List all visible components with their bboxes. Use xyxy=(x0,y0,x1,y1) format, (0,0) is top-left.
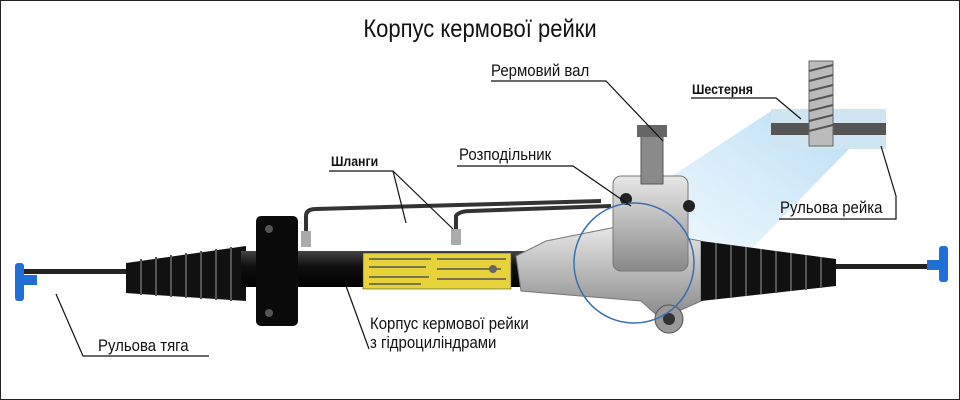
label-housing-line2: з гідроциліндрами xyxy=(370,333,497,352)
label-pinion: Шестерня xyxy=(692,81,753,97)
diagram-title: Корпус кермової рейки xyxy=(363,15,597,43)
label-housing-line1: Корпус кермової рейки xyxy=(370,314,529,333)
right-tie-rod-end xyxy=(939,246,948,282)
label-steering-shaft: Рермовий вал xyxy=(491,61,590,80)
hoses xyxy=(304,199,612,246)
mount-bracket xyxy=(256,216,298,326)
callout-circle xyxy=(573,202,695,324)
leader-lines xyxy=(55,80,897,357)
left-tie-rod xyxy=(23,269,133,274)
left-boot xyxy=(126,246,246,301)
right-tie-rod xyxy=(831,264,941,269)
label-distributor: Розподільник xyxy=(459,145,552,164)
valve-housing xyxy=(515,125,702,334)
right-boot xyxy=(701,241,836,301)
label-tie-rod: Рульова тяга xyxy=(98,336,189,355)
label-hoses: Шланги xyxy=(331,153,379,169)
label-steering-rack: Рульова рейка xyxy=(780,198,883,217)
pinion-inset xyxy=(771,60,886,149)
left-tie-rod-end xyxy=(15,263,24,301)
